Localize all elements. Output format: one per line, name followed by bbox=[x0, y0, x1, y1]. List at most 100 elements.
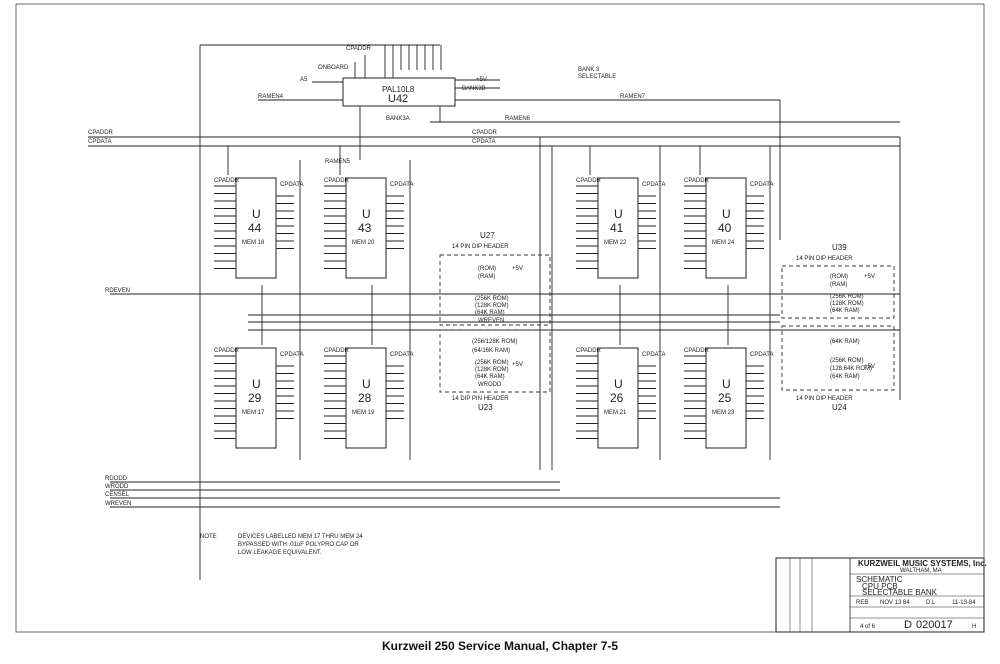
header-u27: U27 14 PIN DIP HEADER (ROM) (RAM) (256K … bbox=[439, 231, 551, 326]
chip-number: 29 bbox=[248, 391, 262, 405]
chip-cpaddr-label: CPADDR bbox=[576, 348, 602, 354]
rdeven-label: RDEVEN bbox=[105, 288, 130, 294]
chip-ref: U bbox=[252, 377, 261, 391]
svg-text:(64K RAM): (64K RAM) bbox=[475, 374, 505, 380]
chip-cpaddr-label: CPADDR bbox=[324, 348, 350, 354]
chip-cpdata-label: CPDATA bbox=[280, 352, 303, 358]
svg-text:(128,64K ROM): (128,64K ROM) bbox=[830, 366, 872, 372]
censel-label: CENSEL bbox=[105, 492, 130, 498]
wrodd-label: WRODD bbox=[105, 484, 129, 490]
chip-cpdata-label: CPDATA bbox=[390, 182, 413, 188]
svg-text:+5V: +5V bbox=[512, 266, 523, 272]
svg-text:(128K ROM): (128K ROM) bbox=[830, 301, 864, 307]
svg-text:14 DIP PIN HEADER: 14 DIP PIN HEADER bbox=[452, 396, 509, 402]
chip-number: 43 bbox=[358, 221, 372, 235]
svg-text:(256K ROM): (256K ROM) bbox=[475, 360, 509, 366]
page-caption: Kurzweil 250 Service Manual, Chapter 7-5 bbox=[381, 639, 619, 653]
svg-text:(256K ROM): (256K ROM) bbox=[830, 294, 864, 300]
svg-text:U23: U23 bbox=[478, 403, 493, 412]
chip-number: 25 bbox=[718, 391, 732, 405]
svg-text:(RAM): (RAM) bbox=[478, 274, 495, 280]
svg-text:020017: 020017 bbox=[916, 619, 953, 631]
svg-text:(256K ROM): (256K ROM) bbox=[830, 358, 864, 364]
chip-cpdata-label: CPDATA bbox=[750, 182, 773, 188]
svg-text:14 PIN DIP HEADER: 14 PIN DIP HEADER bbox=[796, 256, 853, 262]
cpdata-left-label: CPDATA bbox=[88, 139, 111, 145]
bank3b-label: BANK3B bbox=[462, 86, 486, 92]
interconnect-wires bbox=[227, 137, 900, 470]
chip-ref: U bbox=[362, 207, 371, 221]
svg-text:(64K RAM): (64K RAM) bbox=[475, 310, 505, 316]
bank3a-label: BANK3A bbox=[386, 116, 410, 122]
chip-cpaddr-label: CPADDR bbox=[214, 178, 240, 184]
svg-text:SELECTABLE BANK: SELECTABLE BANK bbox=[862, 588, 938, 597]
bus-lines bbox=[88, 100, 901, 508]
a5-label: A5 bbox=[300, 77, 308, 83]
svg-text:LOW LEAKAGE EQUIVALENT.: LOW LEAKAGE EQUIVALENT. bbox=[238, 550, 322, 556]
bypass-note: NOTE DEVICES LABELLED MEM 17 THRU MEM 24… bbox=[200, 534, 363, 556]
chip-number: 40 bbox=[718, 221, 732, 235]
chip-number: 28 bbox=[358, 391, 372, 405]
svg-text:SCHEMATIC: SCHEMATIC bbox=[856, 575, 903, 584]
svg-text:(64K RAM): (64K RAM) bbox=[830, 374, 860, 380]
chip-mem-label: MEM 21 bbox=[604, 410, 627, 416]
ramen4-label: RAMEN4 bbox=[258, 94, 284, 100]
svg-text:(64K RAM): (64K RAM) bbox=[830, 308, 860, 314]
chip-mem-label: MEM 19 bbox=[352, 410, 375, 416]
svg-text:(64K RAM): (64K RAM) bbox=[830, 339, 860, 345]
svg-text:11-13-84: 11-13-84 bbox=[952, 600, 976, 606]
chip-ref: U bbox=[362, 377, 371, 391]
chip-cpaddr-label: CPADDR bbox=[684, 178, 710, 184]
header-u24: (64K RAM) (256K ROM) (128,64K ROM) (64K … bbox=[781, 325, 895, 412]
chip-cpaddr-label: CPADDR bbox=[684, 348, 710, 354]
header-u23: (256/128K ROM) (64/16K RAM) (256K ROM) (… bbox=[439, 329, 551, 412]
pal-top-pins bbox=[199, 44, 900, 580]
svg-text:NOV 13 84: NOV 13 84 bbox=[880, 600, 910, 606]
svg-text:U24: U24 bbox=[832, 403, 847, 412]
svg-text:KURZWEIL MUSIC SYSTEMS, Inc.: KURZWEIL MUSIC SYSTEMS, Inc. bbox=[858, 559, 987, 568]
chip-mem-label: MEM 17 bbox=[242, 410, 265, 416]
svg-text:(128K ROM): (128K ROM) bbox=[475, 367, 509, 373]
svg-text:(RAM): (RAM) bbox=[830, 282, 847, 288]
cpaddr-left-label: CPADDR bbox=[88, 130, 114, 136]
wreven-label: WREVEN bbox=[105, 501, 131, 507]
svg-text:U27: U27 bbox=[480, 231, 495, 240]
svg-text:WREVEN: WREVEN bbox=[478, 318, 504, 324]
chip-cpdata-label: CPDATA bbox=[642, 182, 665, 188]
svg-text:CPU PCB: CPU PCB bbox=[862, 582, 898, 591]
svg-text:+5V: +5V bbox=[512, 362, 523, 368]
chip-cpdata-label: CPDATA bbox=[390, 352, 413, 358]
svg-text:+5V: +5V bbox=[864, 274, 875, 280]
svg-text:(ROM): (ROM) bbox=[830, 274, 848, 280]
chip-mem-label: MEM 18 bbox=[242, 240, 265, 246]
ramen6-label: RAMEN6 bbox=[505, 116, 531, 122]
bank-note-line2: SELECTABLE bbox=[578, 74, 616, 80]
chip-ref: U bbox=[252, 207, 261, 221]
svg-text:14 PIN DIP HEADER: 14 PIN DIP HEADER bbox=[452, 244, 509, 250]
svg-text:(128K ROM): (128K ROM) bbox=[475, 303, 509, 309]
cpaddr-top-label: CPADDR bbox=[346, 46, 372, 52]
ramen5-label: RAMEN5 bbox=[325, 159, 351, 165]
chip-cpdata-label: CPDATA bbox=[750, 352, 773, 358]
svg-text:BYPASSED WITH .01uF POLYPRO CA: BYPASSED WITH .01uF POLYPRO CAP OR bbox=[238, 542, 359, 548]
svg-text:(ROM): (ROM) bbox=[478, 266, 496, 272]
chip-ref: U bbox=[614, 377, 623, 391]
svg-text:NOTE: NOTE bbox=[200, 534, 217, 540]
onboard-label: ONBOARD bbox=[318, 65, 349, 71]
svg-text:D: D bbox=[904, 619, 912, 631]
chip-cpdata-label: CPDATA bbox=[280, 182, 303, 188]
cpdata-mid-label: CPDATA bbox=[472, 139, 495, 145]
svg-text:14 PIN DIP HEADER: 14 PIN DIP HEADER bbox=[796, 396, 853, 402]
svg-text:WALTHAM, MA: WALTHAM, MA bbox=[900, 568, 942, 574]
sheet-border bbox=[15, 3, 985, 633]
chip-cpdata-label: CPDATA bbox=[642, 352, 665, 358]
svg-text:D.L: D.L bbox=[926, 600, 936, 606]
svg-text:4 of 6: 4 of 6 bbox=[860, 624, 876, 630]
